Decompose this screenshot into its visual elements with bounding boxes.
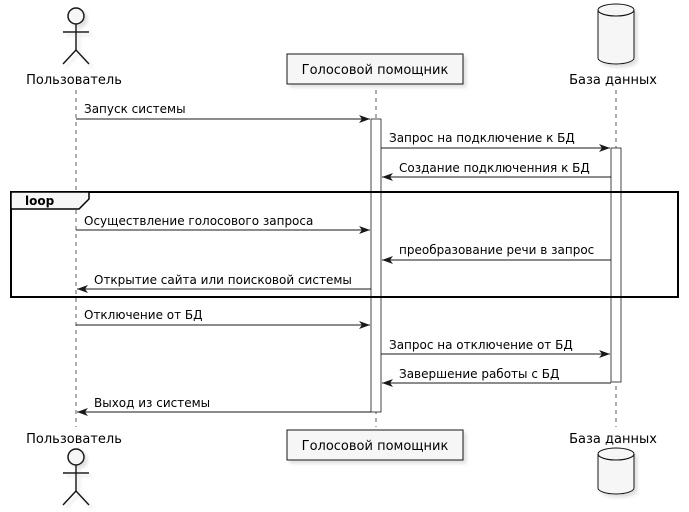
arrowhead-right-icon <box>599 144 610 152</box>
arrowhead-left-icon <box>382 379 393 387</box>
message-3: Создание подключенния к БД <box>382 161 611 181</box>
participant-db-label-top: База данных <box>569 73 657 88</box>
arrowhead-right-icon <box>599 350 610 358</box>
loop-keyword: loop <box>25 194 55 208</box>
arrowhead-right-icon <box>359 321 370 329</box>
database-icon-top <box>597 3 635 65</box>
participant-assistant-box-top <box>286 53 464 85</box>
loop-frame <box>10 191 679 298</box>
arrowhead-right-icon <box>359 226 370 234</box>
message-label: Отключение от БД <box>84 308 203 322</box>
message-2: Запрос на подключение к БД <box>381 131 610 152</box>
participant-user-label-bottom: Пользователь <box>26 432 122 447</box>
loop-fragment: loop <box>10 191 679 298</box>
participant-user-label-top: Пользователь <box>26 73 122 88</box>
database-icon-bottom <box>597 447 635 495</box>
message-4: Осуществление голосового запроса <box>76 214 370 234</box>
message-label: преобразование речи в запрос <box>399 243 594 257</box>
message-label: Запуск системы <box>84 102 186 116</box>
participant-db-label-bottom: База данных <box>569 432 657 447</box>
loop-tab <box>10 191 90 210</box>
message-label: Завершение работы с БД <box>399 367 559 381</box>
activation-assistant <box>370 118 382 413</box>
participant-assistant-box-bottom <box>286 429 464 461</box>
actor-head-icon <box>67 448 85 466</box>
message-10: Выход из системы <box>77 396 371 416</box>
participant-assistant-label-top: Голосовой помощник <box>302 63 449 78</box>
message-label: Выход из системы <box>94 396 210 410</box>
message-1: Запуск системы <box>76 102 370 123</box>
message-label: Открытие сайта или поисковой системы <box>94 273 352 287</box>
arrowhead-left-icon <box>77 408 88 416</box>
message-8: Запрос на отключение от БД <box>381 338 610 358</box>
message-7: Отключение от БД <box>76 308 370 329</box>
actor-user-top <box>62 7 90 65</box>
actor-user-bottom <box>62 448 90 506</box>
message-label: Запрос на отключение от БД <box>389 338 573 352</box>
message-6: Открытие сайта или поисковой системы <box>77 273 371 293</box>
activation-db <box>610 147 622 383</box>
arrowhead-left-icon <box>382 256 393 264</box>
arrowhead-left-icon <box>77 285 88 293</box>
message-9: Завершение работы с БД <box>382 367 611 387</box>
message-label: Запрос на подключение к БД <box>389 131 575 145</box>
message-label: Осуществление голосового запроса <box>84 214 313 228</box>
actor-head-icon <box>67 7 85 25</box>
arrowhead-right-icon <box>359 115 370 123</box>
participant-assistant-label-bottom: Голосовой помощник <box>302 439 449 454</box>
arrowhead-left-icon <box>382 173 393 181</box>
message-5: преобразование речи в запрос <box>382 243 611 264</box>
message-label: Создание подключенния к БД <box>399 161 590 175</box>
